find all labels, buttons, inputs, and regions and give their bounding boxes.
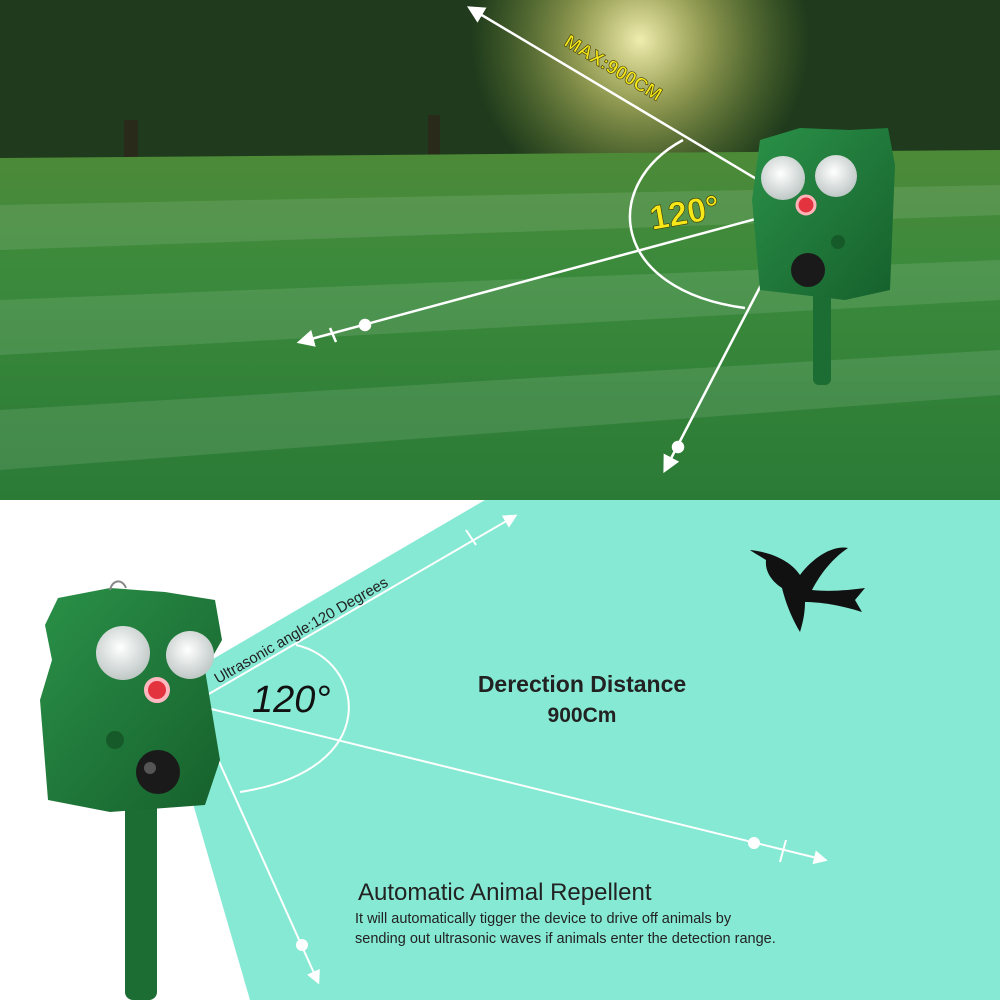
upper-ray-tick [465, 529, 477, 546]
middle-ray-arrow [194, 704, 828, 865]
bottom-device-left-led [96, 626, 150, 680]
top-device-switch [831, 235, 845, 249]
bottom-device-right-led [166, 631, 214, 679]
bottom-device-pir-highlight [144, 762, 156, 774]
left-arrow-dot [358, 318, 372, 332]
bottom-device-switch [106, 731, 124, 749]
bird-silhouette-icon [750, 547, 865, 632]
top-device-image [752, 128, 895, 385]
distance-value: 900Cm [548, 704, 617, 727]
top-device-right-led [815, 155, 857, 197]
middle-ray-dot [748, 837, 760, 849]
left-arrow-tick [328, 327, 338, 343]
down-arrow-dot [671, 440, 685, 454]
bottom-device-stake [125, 800, 157, 1000]
max-range-arrow [466, 6, 801, 207]
top-device-pir-lens [791, 253, 825, 287]
top-device-stake [813, 290, 831, 385]
feature-description-line-1: It will automatically tigger the device … [355, 911, 732, 927]
upper-ray-arrow [194, 514, 518, 703]
bottom-device-hook [109, 580, 127, 591]
bottom-device-pir-lens [136, 750, 180, 794]
bottom-device-image [40, 580, 222, 1000]
bottom-device-sensor [144, 677, 170, 703]
left-range-arrow [296, 205, 801, 347]
bottom-diagram-panel: Ultrasonic angle:120 Degrees 120° Derect… [0, 500, 1000, 1000]
lawn [0, 150, 1000, 500]
top-angle-arc [628, 138, 746, 310]
top-device-sensor [795, 194, 817, 216]
middle-ray-tick [779, 839, 787, 863]
bottom-angle-value: 120° [252, 679, 331, 721]
distance-title: Derection Distance [478, 671, 686, 697]
top-device-left-led [761, 156, 805, 200]
lawn-stripes [0, 185, 1000, 470]
feature-title: Automatic Animal Repellent [358, 879, 652, 906]
feature-description-line-2: sending out ultrasonic waves if animals … [355, 931, 776, 947]
top-photo-panel: MAX:900CM 120° [0, 0, 1000, 500]
bottom-angle-arc [239, 644, 350, 793]
bottom-device-body [40, 588, 222, 812]
top-detection-lines [296, 6, 802, 474]
ultrasonic-beam-area [160, 500, 1000, 1000]
lower-ray-dot [296, 939, 308, 951]
